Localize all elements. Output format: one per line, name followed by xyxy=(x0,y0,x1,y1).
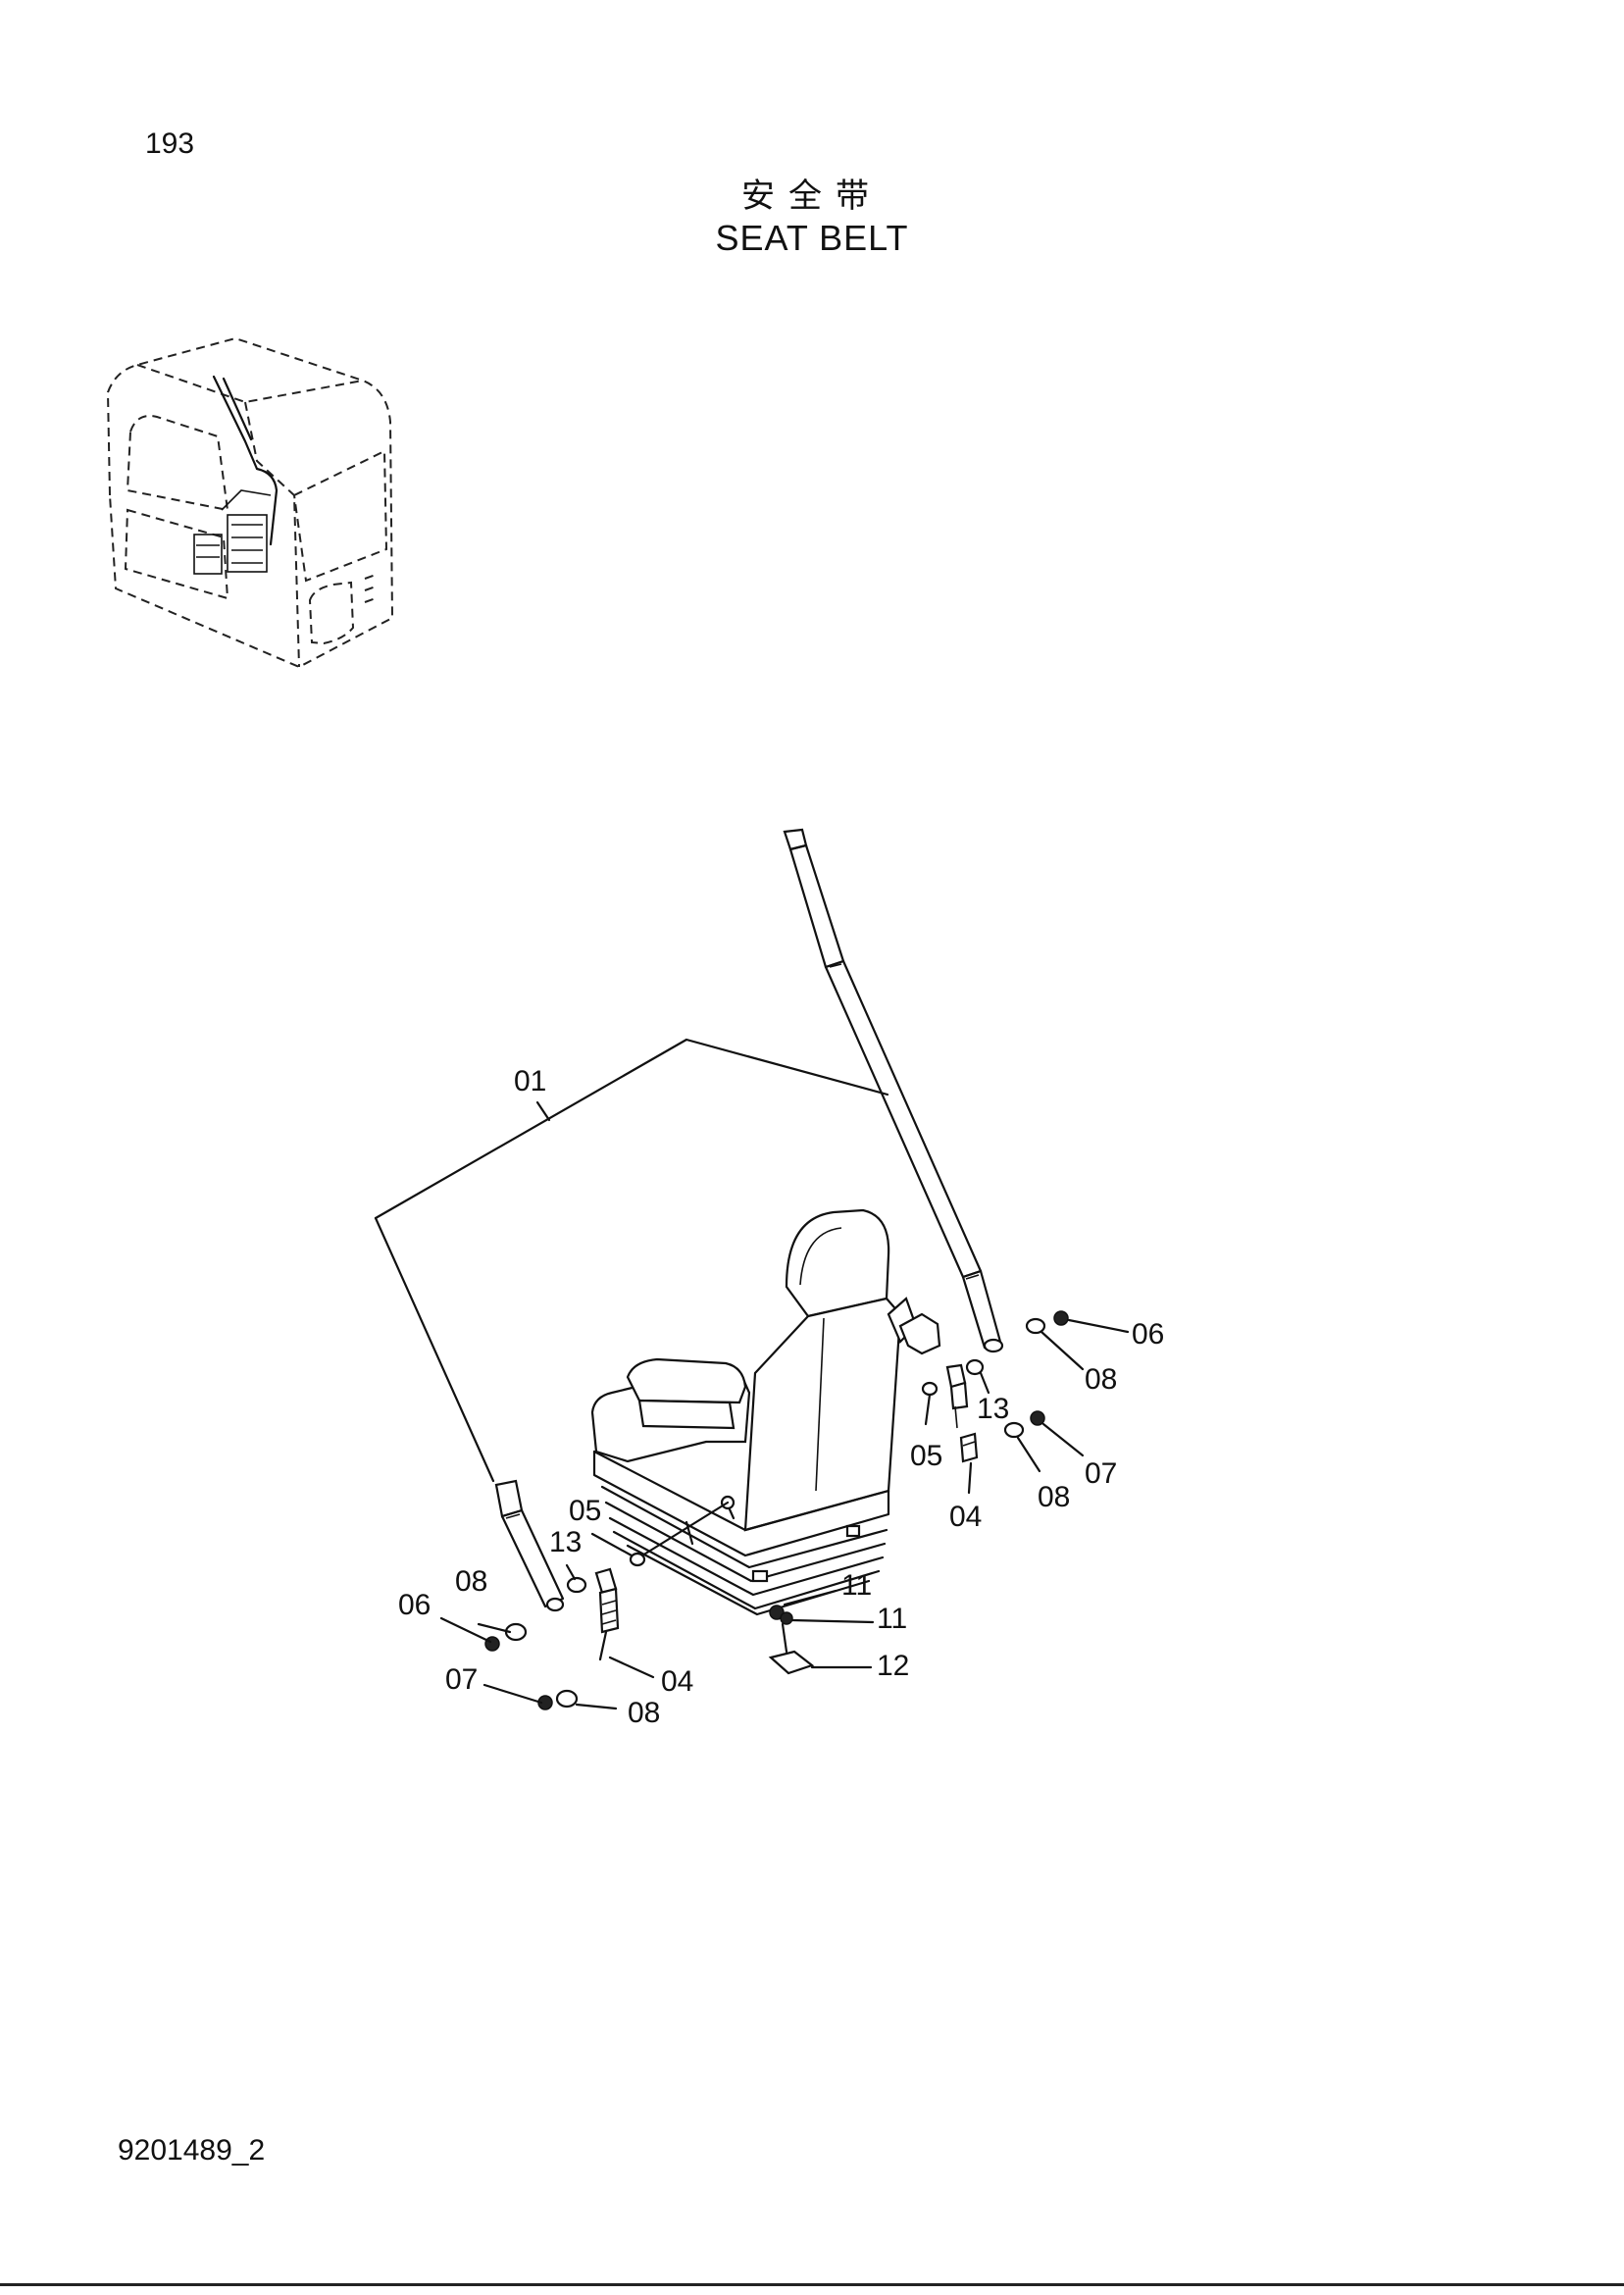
left-belt-assembly xyxy=(374,1216,565,1612)
callout-01: 01 xyxy=(514,1065,546,1097)
bottom-rule xyxy=(0,2283,1624,2286)
page-number: 193 xyxy=(145,128,195,160)
callout-08-right-bottom: 08 xyxy=(1038,1481,1070,1513)
callout-13-left: 13 xyxy=(549,1526,582,1558)
callout-04-right: 04 xyxy=(949,1501,982,1533)
callout-05-left: 05 xyxy=(569,1495,601,1527)
callout-13-right: 13 xyxy=(977,1393,1009,1425)
callout-08-left-bottom: 08 xyxy=(628,1697,660,1729)
shoulder-belt-assembly xyxy=(783,828,1004,1353)
callout-06-right: 06 xyxy=(1132,1318,1164,1351)
leader-01-tick xyxy=(535,1100,551,1122)
callout-07-left: 07 xyxy=(445,1663,478,1696)
right-buckle-hardware xyxy=(921,1310,1069,1463)
bracket-assembly xyxy=(768,1605,815,1675)
cab-location-inset xyxy=(106,336,394,669)
callout-12: 12 xyxy=(877,1650,909,1682)
operator-seat xyxy=(590,1208,941,1616)
left-buckle-hardware xyxy=(566,1501,730,1661)
callout-06-left: 06 xyxy=(398,1589,431,1621)
leader-lines xyxy=(439,1318,1130,1710)
leader-01 xyxy=(374,1038,889,1220)
callout-08-left-top: 08 xyxy=(455,1565,487,1598)
document-id: 9201489_2 xyxy=(118,2134,266,2167)
callout-04-left: 04 xyxy=(661,1665,693,1698)
title-chinese: 安全带 xyxy=(741,177,883,216)
callout-11-top: 11 xyxy=(841,1569,872,1602)
left-bolts xyxy=(484,1622,579,1710)
callout-labels: 01 06 08 13 05 07 08 04 05 13 08 06 07 0… xyxy=(398,1065,1164,1729)
callout-11-bottom: 11 xyxy=(877,1603,907,1635)
callout-08-right-top: 08 xyxy=(1085,1363,1117,1396)
title-english: SEAT BELT xyxy=(715,218,909,258)
callout-07-right: 07 xyxy=(1085,1457,1117,1490)
callout-05-right: 05 xyxy=(910,1440,942,1472)
